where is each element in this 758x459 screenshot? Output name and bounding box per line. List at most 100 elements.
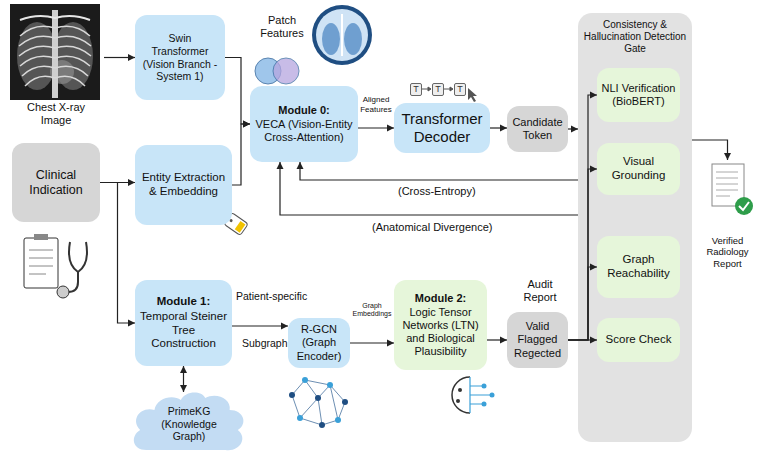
arrowhead <box>590 166 597 173</box>
arrowhead <box>128 54 135 61</box>
edge-label: Patient-specific <box>236 290 307 303</box>
arrowhead <box>387 125 394 132</box>
arrowhead <box>571 126 578 133</box>
connector <box>225 58 250 128</box>
node-text: Consistency & Hallucination Detection Ga… <box>582 19 688 55</box>
process-box: R-GCN (Graph Encoder) <box>288 318 350 368</box>
node-text: Module 2: <box>415 292 466 305</box>
token-box: Candidate Token <box>507 106 568 152</box>
arrowhead <box>590 92 597 99</box>
token-label: T <box>432 83 444 96</box>
check-box: Graph Reachability <box>597 236 680 298</box>
arrowhead <box>590 337 597 344</box>
node-text: Module 1: <box>157 295 211 309</box>
node-text: Visual Grounding <box>601 155 676 183</box>
connector-line <box>568 95 597 340</box>
xray-image <box>10 4 100 100</box>
node-text: Temporal Steiner Tree Construction <box>139 310 228 351</box>
node-text: Valid Flagged Regected <box>511 320 564 360</box>
connector <box>232 323 288 330</box>
input-box: Clinical Indication <box>12 143 100 222</box>
node-text: VECA (Vision-Entity Cross-Attention) <box>254 118 354 144</box>
connector-line <box>280 162 578 215</box>
connector-line <box>568 267 597 340</box>
process-box: Entity Extraction & Embedding <box>135 145 232 225</box>
gate-panel: Consistency & Hallucination Detection Ga… <box>578 13 692 442</box>
graph-network-icon <box>289 377 348 428</box>
process-box: Transformer Decoder <box>394 103 490 153</box>
connector <box>568 337 597 344</box>
arrowhead <box>180 385 187 392</box>
clipboard-stethoscope-icon <box>24 234 87 298</box>
logic-network-icon <box>452 377 495 413</box>
arrowhead <box>297 162 304 169</box>
node-text: PrimeKG (Knowledge Graph) <box>148 405 230 443</box>
arrowhead <box>180 366 187 373</box>
node-text: Module 0: <box>278 104 329 117</box>
node-text: Graph Reachability <box>601 253 676 281</box>
check-box: NLI Verification (BioBERT) <box>597 68 680 122</box>
node-text: Clinical Indication <box>16 168 96 198</box>
node-text: Chest X-ray Image <box>12 101 100 127</box>
image-node: Chest X-ray Image <box>8 4 104 130</box>
connector <box>568 92 597 341</box>
connector-line <box>232 124 250 185</box>
connector <box>104 54 135 61</box>
token-label: T <box>454 83 466 96</box>
venn-icon <box>255 58 299 84</box>
connector <box>487 337 507 344</box>
token-label: T <box>410 83 422 96</box>
arrowhead <box>128 320 135 327</box>
node-text: Entity Extraction & Embedding <box>139 171 228 199</box>
connector <box>232 121 250 186</box>
connector-line <box>692 140 728 160</box>
arrowhead <box>500 337 507 344</box>
arrowhead <box>387 340 394 347</box>
connector <box>358 125 394 132</box>
node-text: Transformer Decoder <box>398 110 486 146</box>
note-label: Subgraph <box>242 337 288 350</box>
arrowhead <box>281 323 288 330</box>
module-box: Module 0:VECA (Vision-Entity Cross-Atten… <box>250 86 358 162</box>
check-box: Score Check <box>597 318 680 362</box>
connector <box>692 140 731 160</box>
status-box: Valid Flagged Regected <box>507 312 568 368</box>
cloud-outline <box>134 393 244 451</box>
connector <box>568 264 597 341</box>
connector <box>180 366 187 392</box>
node-text: Logic Tensor Networks (LTN) and Biologic… <box>398 306 483 359</box>
arrowhead <box>590 264 597 271</box>
report-document-icon <box>712 164 753 215</box>
arrowhead <box>500 125 507 132</box>
module-box: Module 1:Temporal Steiner Tree Construct… <box>135 280 232 366</box>
edge-label: Aligned Features <box>359 95 393 114</box>
lung-icon <box>312 5 372 65</box>
output-node: Verified Radiology Report <box>700 160 755 272</box>
node-text: Score Check <box>606 333 672 347</box>
node-text: R-GCN (Graph Encoder) <box>292 323 346 363</box>
node-text: Verified Radiology Report <box>704 235 751 269</box>
node-text: NLI Verification (BioBERT) <box>601 82 676 108</box>
arrowhead <box>243 121 250 128</box>
connector <box>568 126 578 133</box>
connector <box>100 183 135 327</box>
connector-line <box>232 325 288 326</box>
token-arrows <box>422 87 477 102</box>
arrowhead <box>277 162 284 169</box>
connector-line <box>568 169 597 340</box>
connector <box>490 125 507 132</box>
connector-line <box>300 162 578 180</box>
connector <box>568 166 597 341</box>
knowledge-cloud: PrimeKG (Knowledge Graph) <box>128 388 250 454</box>
edge-label: Graph Embeddings <box>352 302 392 319</box>
edge-label: (Cross-Entropy) <box>398 185 476 198</box>
arrowhead <box>724 153 731 160</box>
note-label: Audit Report <box>516 278 564 304</box>
connector <box>350 340 394 347</box>
arrowhead <box>243 121 250 128</box>
process-box: Swin Transformer (Vision Branch - System… <box>135 15 225 100</box>
arrowhead <box>128 179 135 186</box>
connector-line <box>100 183 135 324</box>
node-text: Candidate Token <box>511 116 564 142</box>
connector-line <box>225 58 250 125</box>
